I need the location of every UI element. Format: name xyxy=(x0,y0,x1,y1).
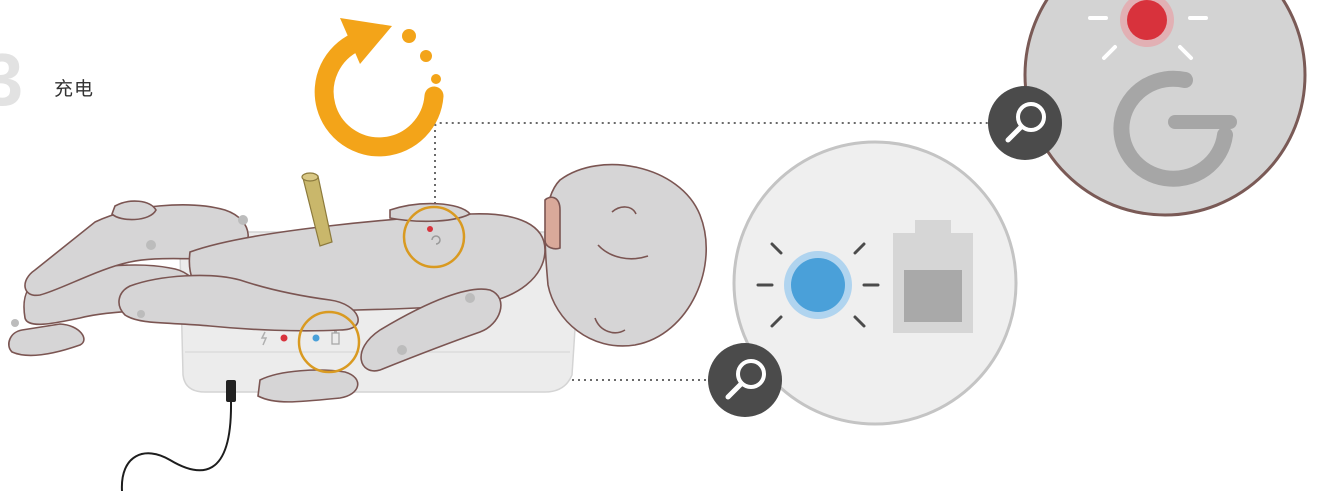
magnifier-icon xyxy=(708,343,782,417)
clockwise-timer-arrow-icon: 4-5h xyxy=(324,18,441,147)
magnifier-icon xyxy=(988,86,1062,160)
charge-time-label: 4-5h xyxy=(340,78,396,108)
manikin-red-light xyxy=(427,226,433,232)
charging-light-red xyxy=(281,335,288,342)
step-number: 3 xyxy=(0,38,23,121)
zoom-callout-top xyxy=(988,0,1305,215)
zoom-callout-bottom xyxy=(708,142,1016,424)
power-cable xyxy=(122,380,236,491)
battery-icon xyxy=(893,220,973,333)
battery-light-blue xyxy=(313,335,320,342)
